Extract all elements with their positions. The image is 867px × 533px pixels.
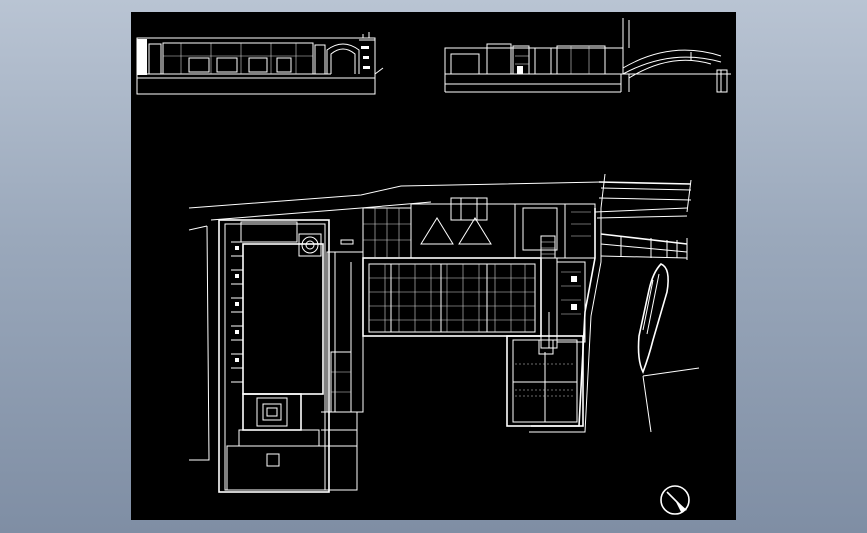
section-elevation-right: [444, 18, 731, 93]
cad-drawing-viewport[interactable]: [131, 12, 736, 520]
bridge-walkway: [594, 173, 692, 260]
cad-drawing: [136, 18, 731, 515]
section-elevation-left: [136, 32, 384, 95]
site-floor-plan: [188, 181, 602, 493]
boat-outline: [637, 263, 700, 433]
north-compass: [660, 485, 690, 515]
